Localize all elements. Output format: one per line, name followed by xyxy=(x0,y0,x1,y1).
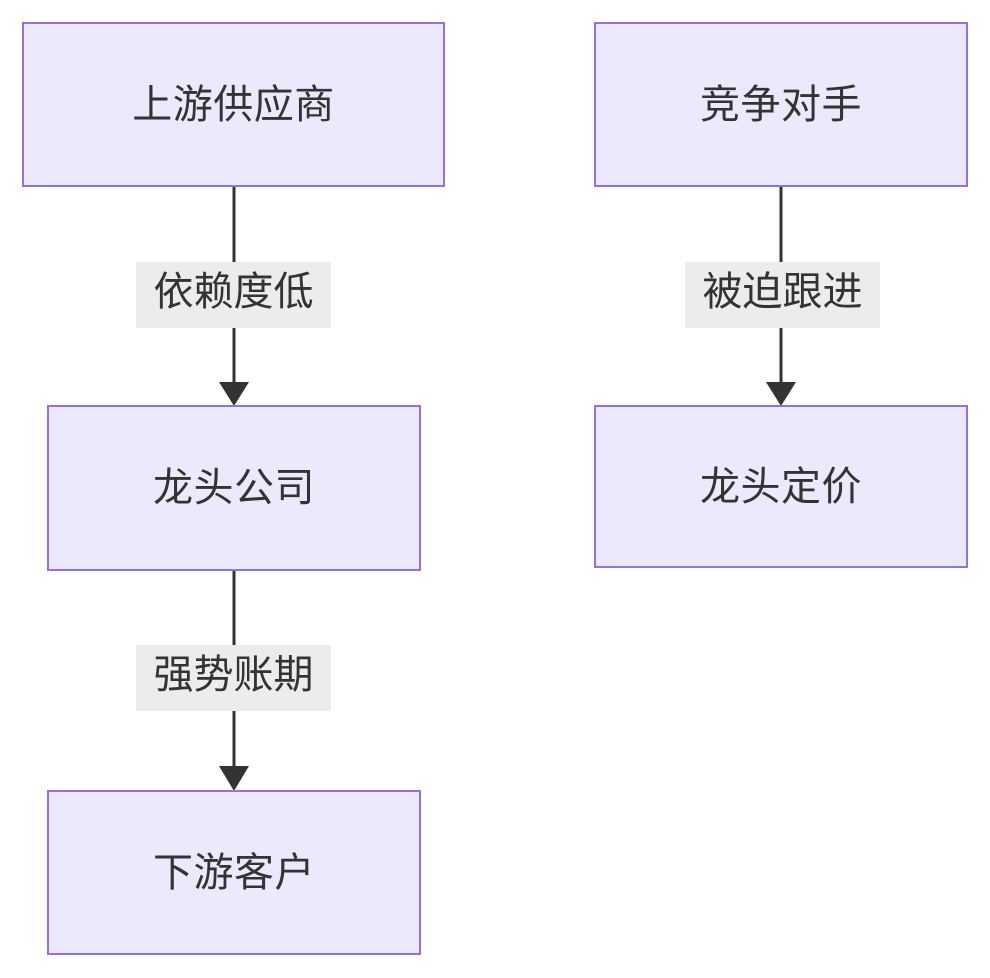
node-customer-label: 下游客户 xyxy=(153,850,315,895)
node-customer[interactable]: 下游客户 xyxy=(47,790,421,955)
edge-label-leader-to-customer: 强势账期 xyxy=(136,645,331,711)
node-competitor[interactable]: 竞争对手 xyxy=(594,22,968,187)
node-pricing[interactable]: 龙头定价 xyxy=(594,405,968,568)
node-competitor-label: 竞争对手 xyxy=(700,82,862,127)
node-pricing-label: 龙头定价 xyxy=(700,464,862,509)
edge-label-supplier-to-leader: 依赖度低 xyxy=(136,262,331,328)
edge-label-competitor-to-pricing: 被迫跟进 xyxy=(685,262,880,328)
node-leader[interactable]: 龙头公司 xyxy=(47,405,421,571)
node-leader-label: 龙头公司 xyxy=(153,466,315,510)
node-supplier[interactable]: 上游供应商 xyxy=(22,22,445,187)
node-supplier-label: 上游供应商 xyxy=(132,82,335,127)
